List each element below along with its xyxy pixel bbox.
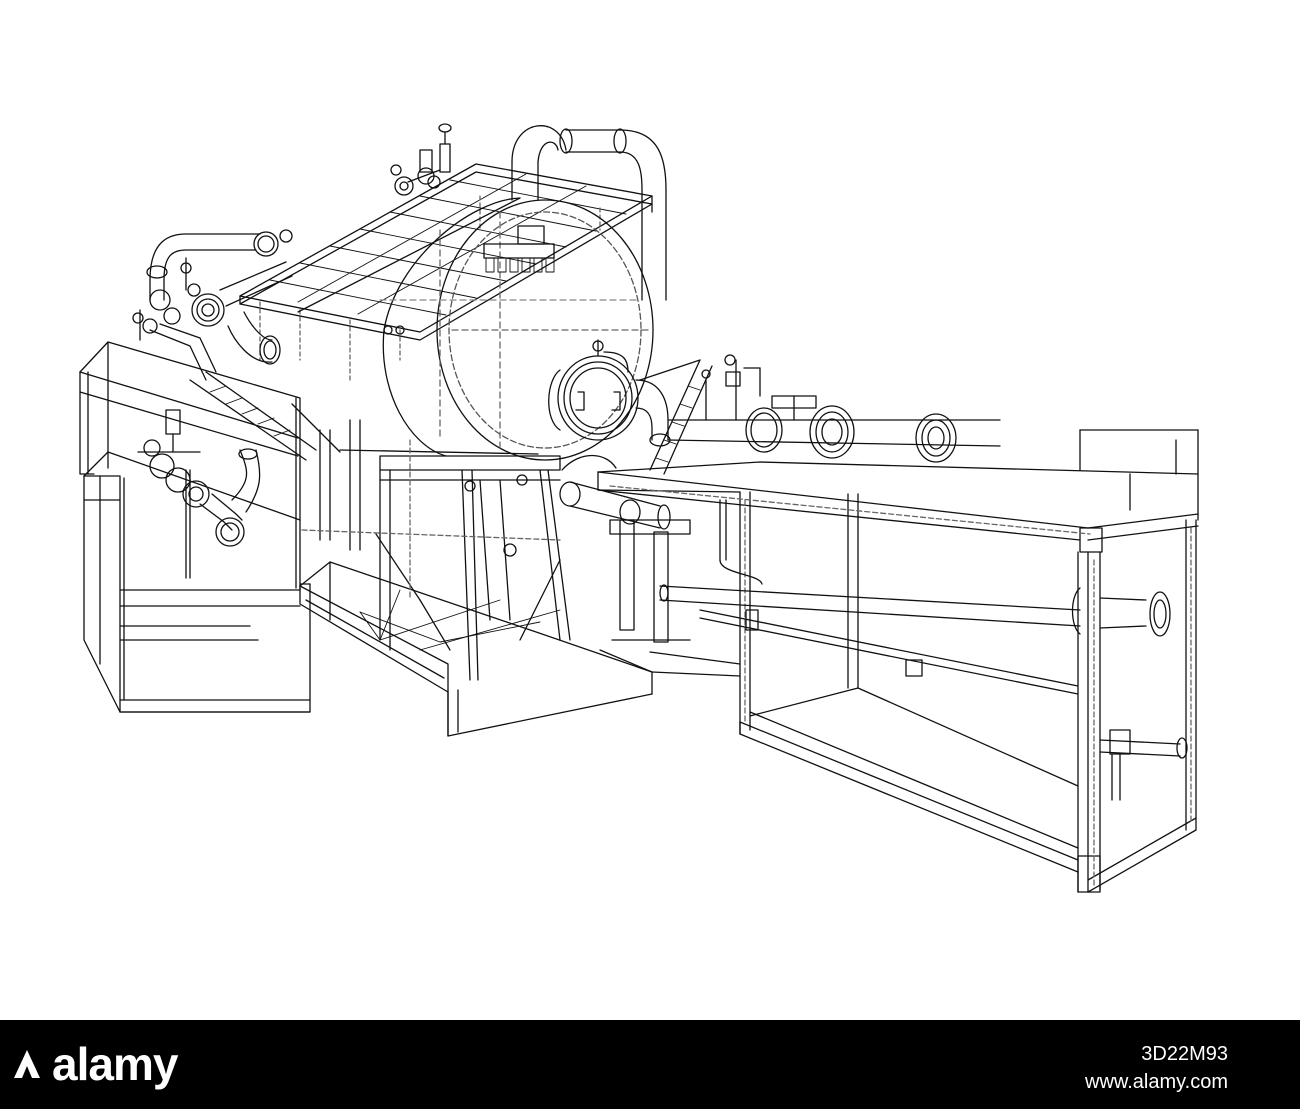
manhole <box>548 339 639 441</box>
image-id: 3D22M93 <box>1141 1043 1228 1065</box>
top-deck <box>239 163 653 381</box>
right-frame-pipes <box>659 584 1188 801</box>
brand-logo: alamy <box>52 1038 178 1090</box>
left-frame <box>79 341 311 713</box>
right-stair <box>639 359 713 475</box>
wireframe-illustration <box>79 123 1199 893</box>
site-url: www.alamy.com <box>1085 1071 1228 1093</box>
main-vessel <box>291 197 654 461</box>
watermark-footer: alamy 3D22M93 www.alamy.com <box>0 1020 1300 1109</box>
central-skid <box>299 419 653 737</box>
right-frame <box>597 429 1199 893</box>
right-outlet-pipe <box>635 354 1001 463</box>
top-u-pipe <box>511 125 667 301</box>
lower-left-valves <box>137 409 261 547</box>
central-stair <box>189 371 317 461</box>
mid-piping <box>559 455 763 643</box>
alamy-logo-icon <box>14 1050 40 1078</box>
top-valves <box>390 123 452 196</box>
left-piping <box>132 229 293 381</box>
industrial-plant-wireframe <box>79 123 1199 893</box>
